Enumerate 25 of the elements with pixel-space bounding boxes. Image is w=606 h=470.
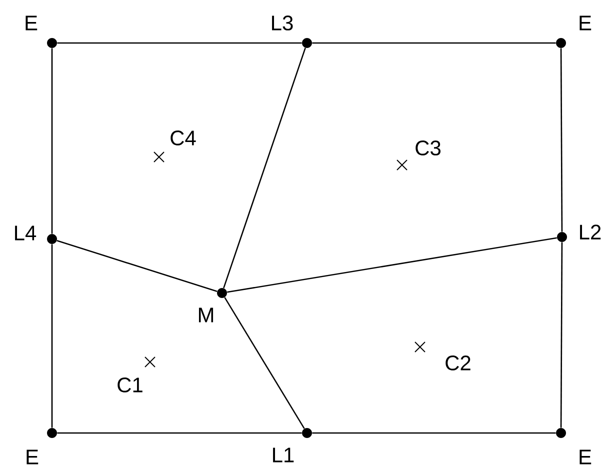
point-label: C1 — [118, 378, 142, 392]
line — [560, 48, 563, 232]
point-label: L4 — [15, 226, 36, 240]
point-label: L2 — [580, 224, 601, 240]
point-label: C2 — [446, 356, 470, 370]
line — [223, 48, 306, 288]
line — [57, 432, 302, 434]
point-label: C3 — [416, 140, 440, 156]
line — [224, 297, 305, 429]
point-label: L1 — [273, 448, 294, 462]
point-label: E — [26, 450, 38, 464]
line — [51, 244, 53, 428]
line — [56, 240, 218, 292]
point-label: E — [580, 16, 592, 30]
line — [312, 432, 556, 434]
line — [227, 237, 557, 293]
point-label: E — [26, 16, 38, 30]
point-label: L3 — [272, 16, 293, 30]
point-label: M — [198, 308, 214, 322]
line — [51, 48, 53, 234]
line — [560, 242, 563, 428]
point-label: E — [580, 450, 592, 464]
point-label: C4 — [170, 130, 196, 146]
line — [312, 42, 556, 44]
line — [57, 42, 302, 44]
